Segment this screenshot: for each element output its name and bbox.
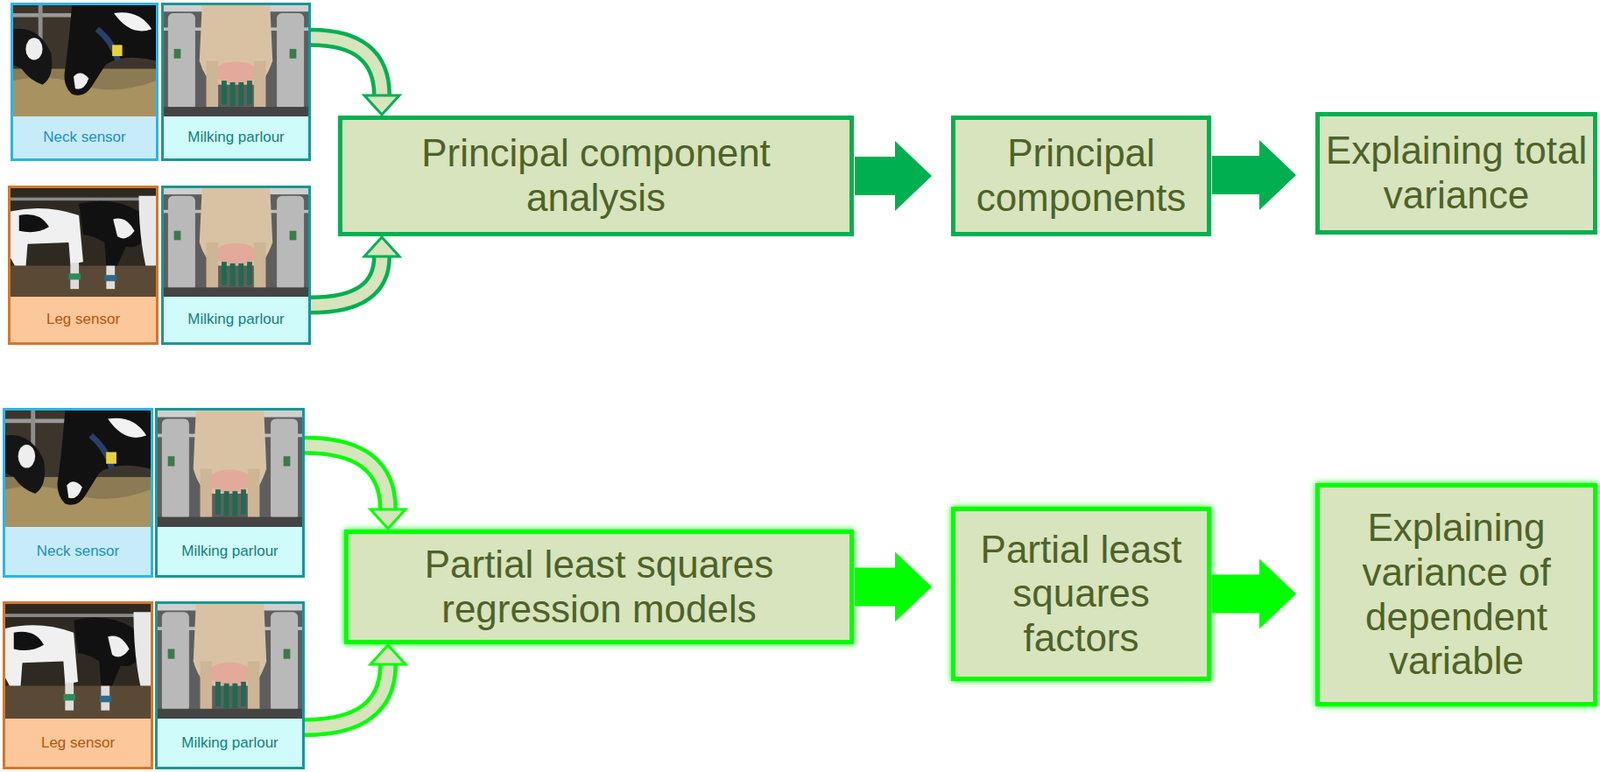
box-label: Principal component analysis <box>346 131 846 220</box>
process-box: Principal components <box>951 115 1212 237</box>
photo-caption: Leg sensor <box>46 310 120 329</box>
connector <box>854 140 932 212</box>
caption-band: Neck sensor <box>5 527 151 576</box>
caption-band: Milking parlour <box>157 718 303 768</box>
leg-photo <box>5 604 151 719</box>
curved-arrow-fill <box>310 256 382 306</box>
arrow-head <box>364 237 400 257</box>
curved-arrow-outline <box>310 256 382 306</box>
photo-caption: Leg sensor <box>41 734 115 753</box>
process-box: Explaining variance of dependent variabl… <box>1315 483 1598 707</box>
parlour-photo <box>157 410 303 528</box>
curved-arrow-outline <box>310 37 382 96</box>
connector <box>1212 559 1297 630</box>
process-box: Partial least squares factors <box>951 507 1212 682</box>
photo-tile: Neck sensor <box>2 408 154 578</box>
process-box: Explaining total variance <box>1315 112 1598 235</box>
curved-arrow-outline <box>304 445 388 510</box>
curved-arrow-fill <box>310 37 382 96</box>
block-arrow <box>854 552 932 623</box>
photo-caption: Milking parlour <box>181 734 279 753</box>
curved-arrow-outline <box>304 664 388 728</box>
process-box: Partial least squares regression models <box>344 529 854 645</box>
photo-tile: Milking parlour <box>161 185 311 346</box>
photo-caption: Neck sensor <box>36 542 120 561</box>
photo-tile: Milking parlour <box>155 408 305 578</box>
connector <box>310 237 400 306</box>
connector <box>304 645 406 728</box>
connector <box>304 445 406 529</box>
block-arrow <box>1212 559 1297 630</box>
photo-tile: Milking parlour <box>161 2 311 162</box>
leg-photo <box>10 188 156 297</box>
photo-tile: Leg sensor <box>7 185 159 346</box>
photo-tile: Milking parlour <box>155 601 305 770</box>
connector <box>854 552 932 623</box>
block-arrow <box>1212 140 1297 211</box>
caption-band: Milking parlour <box>163 296 309 343</box>
arrow-head <box>370 509 406 529</box>
caption-band: Leg sensor <box>10 296 156 343</box>
box-label: Principal components <box>959 131 1203 220</box>
neck-photo <box>5 410 151 528</box>
parlour-photo <box>163 188 309 297</box>
caption-band: Milking parlour <box>163 116 309 159</box>
curved-arrow-fill <box>304 445 388 510</box>
box-label: Explaining variance of dependent variabl… <box>1324 506 1589 684</box>
curved-arrow-fill <box>304 664 388 728</box>
caption-band: Neck sensor <box>13 116 156 159</box>
photo-tile: Leg sensor <box>2 601 154 770</box>
connector <box>310 37 400 115</box>
photo-tile: Neck sensor <box>10 2 159 162</box>
connector <box>1212 140 1297 211</box>
photo-caption: Neck sensor <box>42 128 126 147</box>
caption-band: Milking parlour <box>157 527 303 576</box>
arrow-head <box>370 645 406 665</box>
box-label: Explaining total variance <box>1324 128 1589 218</box>
parlour-photo <box>157 604 303 719</box>
neck-photo <box>13 5 156 117</box>
box-label: Partial least squares regression models <box>352 542 846 632</box>
parlour-photo <box>163 5 309 117</box>
photo-caption: Milking parlour <box>187 310 285 329</box>
photo-caption: Milking parlour <box>187 128 285 147</box>
caption-band: Leg sensor <box>5 718 151 768</box>
box-label: Partial least squares factors <box>959 528 1203 662</box>
arrow-head <box>364 95 400 115</box>
photo-caption: Milking parlour <box>181 542 279 561</box>
block-arrow <box>854 140 932 212</box>
process-box: Principal component analysis <box>338 115 854 237</box>
